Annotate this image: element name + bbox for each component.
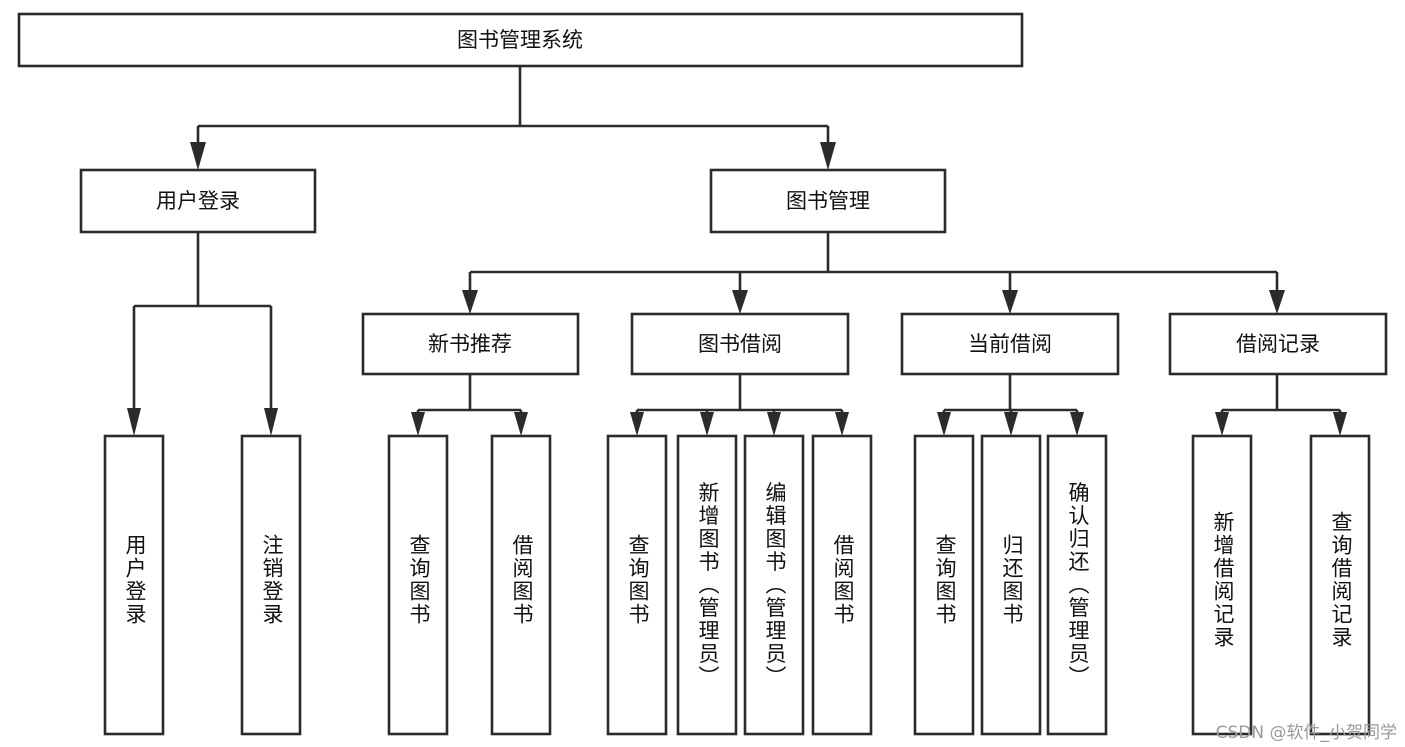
node-root[interactable]: 图书管理系统	[17, 12, 1024, 68]
leaf-add-book-admin[interactable]: 新增图书（管理员）	[676, 434, 738, 736]
arrowhead-l3-3	[1002, 290, 1018, 314]
node-book-management-label: 图书管理	[786, 189, 870, 213]
leaf-query-book-current-box[interactable]	[913, 434, 975, 736]
connectors	[127, 66, 1347, 436]
leaf-logout[interactable]: 注销登录	[240, 434, 302, 736]
leaf-query-book-borrow[interactable]: 查询图书	[606, 434, 668, 736]
node-new-book-recommend-label: 新书推荐	[428, 332, 512, 356]
leaf-add-borrow-record-label: 新增借阅记录	[1211, 511, 1235, 649]
leaf-borrow-book[interactable]: 借阅图书	[811, 434, 873, 736]
arrowhead-leaf-5	[630, 412, 644, 436]
leaf-borrow-book-label: 借阅图书	[831, 534, 855, 626]
arrowhead-leaf-8	[835, 412, 849, 436]
arrowhead-l3-2	[732, 290, 748, 314]
arrowhead-leaf-3	[411, 412, 425, 436]
leaf-return-book-box[interactable]	[980, 434, 1042, 736]
leaf-query-book-recommend-box[interactable]	[387, 434, 449, 736]
node-root-box[interactable]	[17, 12, 1024, 68]
node-book-borrow-label: 图书借阅	[698, 332, 782, 356]
leaf-add-borrow-record-box[interactable]	[1191, 434, 1253, 736]
arrowhead-l3-1	[462, 290, 478, 314]
leaf-query-book-current[interactable]: 查询图书	[913, 434, 975, 736]
leaf-query-book-borrow-box[interactable]	[606, 434, 668, 736]
leaf-add-borrow-record[interactable]: 新增借阅记录	[1191, 434, 1253, 736]
node-book-management-box[interactable]	[709, 168, 947, 234]
leaf-return-book[interactable]: 归还图书	[980, 434, 1042, 736]
arrowhead-leaf-13	[1333, 412, 1347, 436]
leaf-query-book-borrow-label: 查询图书	[626, 534, 650, 626]
leaf-query-borrow-record[interactable]: 查询借阅记录	[1309, 434, 1371, 736]
leaf-query-book-recommend-label: 查询图书	[407, 534, 431, 626]
arrowhead-leaf-11	[1070, 412, 1084, 436]
leaf-borrow-book-recommend-label: 借阅图书	[510, 534, 534, 626]
leaf-add-book-admin-box[interactable]	[676, 434, 738, 736]
node-user-login-box[interactable]	[79, 168, 317, 234]
node-user-login-label: 用户登录	[156, 189, 240, 213]
leaf-query-borrow-record-box[interactable]	[1309, 434, 1371, 736]
node-book-management[interactable]: 图书管理	[709, 168, 947, 234]
arrowhead-leaf-1	[127, 408, 141, 436]
leaf-user-login-box[interactable]	[103, 434, 165, 736]
leaf-add-book-admin-label: 新增图书（管理员）	[696, 482, 720, 689]
arrowhead-leaf-4	[514, 412, 528, 436]
leaf-borrow-book-box[interactable]	[811, 434, 873, 736]
leaf-confirm-return-admin-label: 确认归还（管理员）	[1066, 482, 1090, 689]
leaf-query-borrow-record-label: 查询借阅记录	[1329, 511, 1353, 649]
leaf-confirm-return-admin-box[interactable]	[1046, 434, 1108, 736]
leaf-confirm-return-admin[interactable]: 确认归还（管理员）	[1046, 434, 1108, 736]
node-new-book-recommend-box[interactable]	[361, 312, 580, 376]
leaf-borrow-book-recommend-box[interactable]	[490, 434, 552, 736]
arrowhead-leaf-9	[937, 412, 951, 436]
arrowhead-leaf-7	[767, 412, 781, 436]
node-user-login[interactable]: 用户登录	[79, 168, 317, 234]
node-borrow-record-box[interactable]	[1168, 312, 1388, 376]
leaf-borrow-book-recommend[interactable]: 借阅图书	[490, 434, 552, 736]
node-current-borrow[interactable]: 当前借阅	[900, 312, 1120, 376]
node-new-book-recommend[interactable]: 新书推荐	[361, 312, 580, 376]
leaf-logout-label: 注销登录	[260, 534, 284, 626]
leaf-edit-book-admin[interactable]: 编辑图书（管理员）	[743, 434, 805, 736]
node-borrow-record[interactable]: 借阅记录	[1168, 312, 1388, 376]
arrowhead-leaf-12	[1215, 412, 1229, 436]
leaf-edit-book-admin-label: 编辑图书（管理员）	[763, 482, 787, 689]
leaf-query-book-recommend[interactable]: 查询图书	[387, 434, 449, 736]
node-current-borrow-label: 当前借阅	[968, 332, 1052, 356]
arrowhead-l2-1	[190, 142, 206, 170]
node-book-borrow-box[interactable]	[630, 312, 850, 376]
arrowhead-leaf-6	[700, 412, 714, 436]
node-root-label: 图书管理系统	[457, 28, 583, 52]
node-current-borrow-box[interactable]	[900, 312, 1120, 376]
leaf-user-login-label: 用户登录	[123, 534, 147, 626]
leaf-edit-book-admin-box[interactable]	[743, 434, 805, 736]
arrowhead-leaf-10	[1004, 412, 1018, 436]
leaf-user-login[interactable]: 用户登录	[103, 434, 165, 736]
leaf-logout-box[interactable]	[240, 434, 302, 736]
arrowhead-l3-4	[1269, 290, 1285, 314]
leaf-return-book-label: 归还图书	[1000, 534, 1024, 626]
arrowhead-l2-2	[820, 142, 836, 170]
arrowhead-leaf-2	[264, 408, 278, 436]
leaf-query-book-current-label: 查询图书	[933, 534, 957, 626]
node-borrow-record-label: 借阅记录	[1236, 332, 1320, 356]
node-book-borrow[interactable]: 图书借阅	[630, 312, 850, 376]
